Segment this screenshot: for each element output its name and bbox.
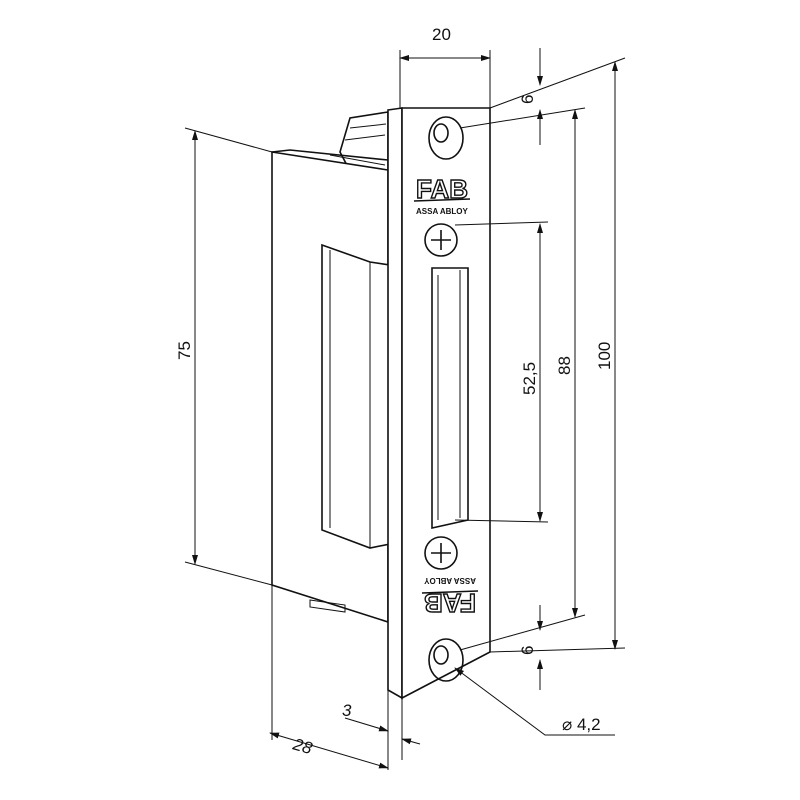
dim-body-depth: 28 <box>290 734 315 758</box>
fab-logo-bottom: FAB ASSA ABLOY <box>421 576 479 619</box>
bottom-mount-hole <box>428 638 464 682</box>
faceplate: FAB ASSA ABLOY FAB ASSA ABLOY <box>387 107 491 700</box>
dimension-lines <box>184 48 626 770</box>
dim-faceplate-width: 20 <box>432 25 451 44</box>
svg-text:ASSA ABLOY: ASSA ABLOY <box>423 576 476 585</box>
top-mount-hole <box>428 116 464 160</box>
bottom-screw-icon <box>424 536 458 570</box>
dim-screw-spacing: 52,5 <box>520 362 539 395</box>
dim-body-height: 75 <box>175 341 194 360</box>
dim-plate-thickness: 3 <box>342 701 352 720</box>
dim-hole-diameter: ⌀ 4,2 <box>562 715 601 734</box>
top-screw-icon <box>424 223 458 257</box>
dim-bottom-hole-offset: 6 <box>518 646 537 655</box>
dim-hole-spacing: 88 <box>555 356 574 375</box>
fab-logo-top: FAB ASSA ABLOY <box>413 173 471 216</box>
dim-top-hole-offset: 6 <box>518 95 537 104</box>
dim-faceplate-height: 100 <box>595 342 614 370</box>
svg-text:ASSA ABLOY: ASSA ABLOY <box>416 207 469 216</box>
